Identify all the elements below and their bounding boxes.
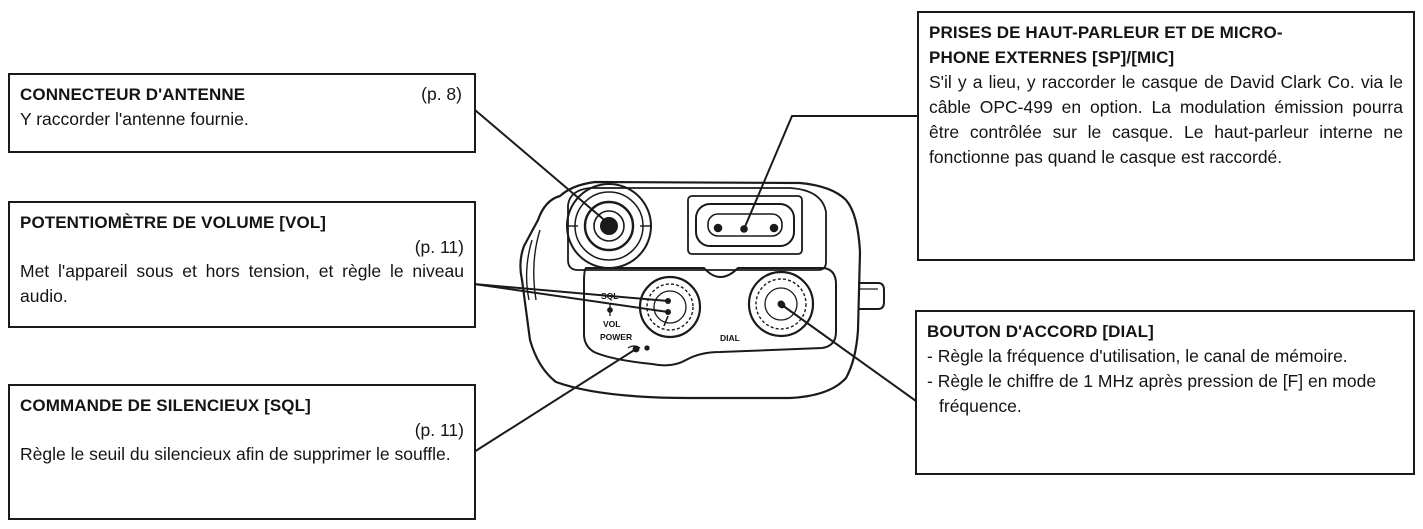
leader-volume-b [473, 283, 669, 313]
dial-knob [747, 270, 815, 338]
callout-dial-knob: BOUTON D'ACCORD [DIAL] Règle la fréquenc… [915, 310, 1415, 475]
callout-description: S'il y a lieu, y raccorder le casque de … [929, 72, 1403, 167]
panel-label-dial: DIAL [720, 333, 740, 343]
page-reference: (p. 11) [414, 237, 464, 257]
leader-squelch [473, 348, 637, 453]
control-panel [583, 267, 837, 367]
callout-antenna-connector: CONNECTEUR D'ANTENNE (p. 8) Y raccorder … [8, 73, 476, 153]
list-item: Règle la fréquence d'utilisation, le can… [927, 344, 1403, 369]
callout-squelch-control: COMMANDE DE SILENCIEUX [SQL] (p. 11) Règ… [8, 384, 476, 520]
list-item: Règle le chiffre de 1 MHz après pression… [927, 369, 1403, 419]
callout-description: Règle le seuil du silencieux afin de sup… [20, 444, 451, 464]
callout-title: POTENTIOMÈTRE DE VOLUME [VOL] [20, 213, 327, 232]
upper-panel [567, 187, 827, 271]
panel-label-vol: VOL [603, 319, 620, 329]
leader-jacks [743, 115, 918, 230]
vol-sql-knob [638, 275, 702, 339]
dial-function-list: Règle la fréquence d'utilisation, le can… [927, 344, 1403, 419]
callout-title: CONNECTEUR D'ANTENNE [20, 85, 246, 104]
leader-dial [781, 304, 917, 402]
radio-body-outline [519, 180, 862, 400]
callout-title-line-2: PHONE EXTERNES [SP]/[MIC] [929, 48, 1175, 67]
leader-volume-a [473, 283, 669, 302]
panel-label-power: POWER [600, 332, 632, 342]
page-reference: (p. 11) [414, 420, 464, 440]
leader-antenna [474, 109, 610, 225]
callout-description: Y raccorder l'antenne fournie. [20, 109, 249, 129]
callout-title: COMMANDE DE SILENCIEUX [SQL] [20, 396, 311, 415]
side-stub [858, 282, 885, 310]
callout-title: BOUTON D'ACCORD [DIAL] [927, 322, 1154, 341]
sp-mic-jack-housing [687, 195, 803, 255]
callout-volume-control: POTENTIOMÈTRE DE VOLUME [VOL] (p. 11) Me… [8, 201, 476, 328]
callout-title-line-1: PRISES DE HAUT-PARLEUR ET DE MICRO- [929, 23, 1283, 42]
callout-sp-mic-jacks: PRISES DE HAUT-PARLEUR ET DE MICRO- PHON… [917, 11, 1415, 261]
callout-description: Met l'appareil sous et hors tension, et … [20, 261, 464, 306]
page-reference: (p. 8) [421, 84, 462, 104]
